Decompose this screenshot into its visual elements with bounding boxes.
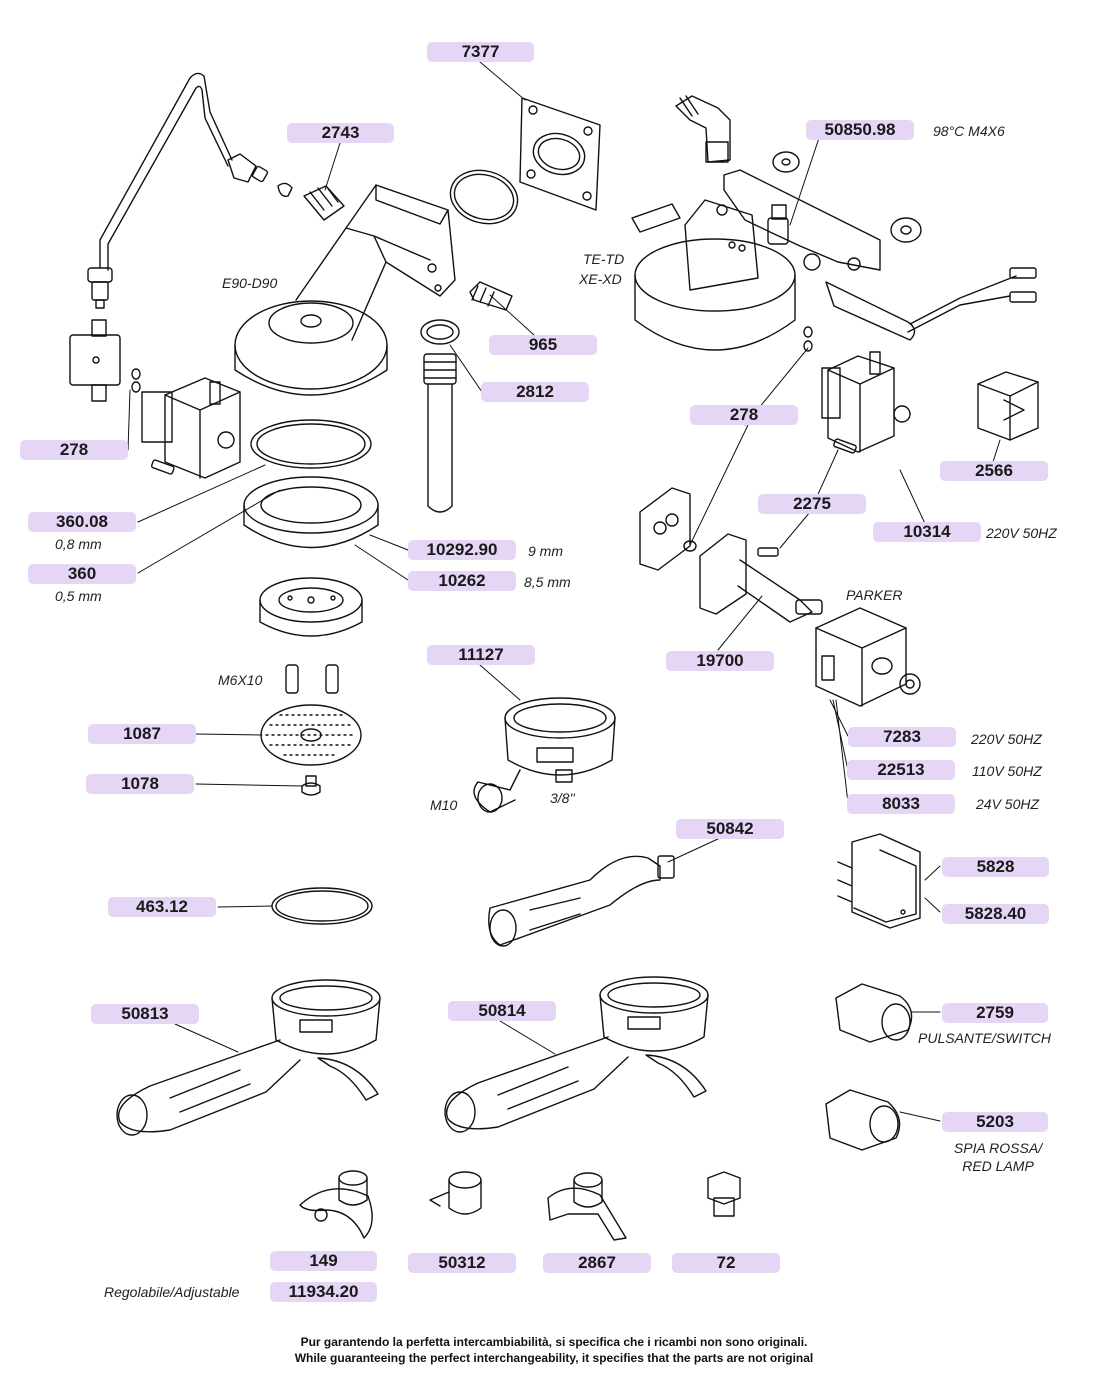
part-label-2566: 2566 (940, 461, 1048, 481)
part-label-278-right: 278 (690, 405, 798, 425)
nipple-2743 (304, 186, 344, 220)
pipe-assembly (88, 73, 292, 308)
note-voltage-22513: 110V 50HZ (972, 763, 1042, 779)
part-label-7283: 7283 (848, 727, 956, 747)
solenoid-valve-left (70, 320, 240, 478)
note-pulsante: PULSANTE/SWITCH (918, 1030, 1052, 1046)
portafilter-50814 (445, 977, 708, 1132)
note-parker: PARKER (846, 587, 903, 603)
fitting-72 (708, 1172, 740, 1216)
parker-coil (816, 608, 920, 706)
part-label-50814: 50814 (448, 1001, 556, 1021)
lamp-5203 (826, 1090, 900, 1150)
note-thread-38: 3/8'' (550, 790, 575, 806)
part-label-19700: 19700 (666, 651, 774, 671)
part-label-10314: 10314 (873, 522, 981, 542)
part-label-50850-98: 50850.98 (806, 120, 914, 140)
part-label-463-12: 463.12 (108, 897, 216, 917)
portafilter-50813 (117, 980, 380, 1135)
part-label-360-08: 360.08 (28, 512, 136, 532)
part-label-2275: 2275 (758, 494, 866, 514)
rocker-switch (838, 834, 920, 928)
note-size-85mm: 8,5 mm (524, 574, 571, 590)
part-label-7377: 7377 (427, 42, 534, 62)
note-voltage-7283: 220V 50HZ (971, 731, 1042, 747)
part-label-10262: 10262 (408, 571, 516, 591)
note-voltage-10314: 220V 50HZ (986, 525, 1057, 541)
part-label-149: 149 (270, 1251, 377, 1271)
note-xe-xd: XE-XD (579, 271, 622, 287)
part-label-2812: 2812 (481, 382, 589, 402)
part-label-22513: 22513 (847, 760, 955, 780)
part-label-11934-20: 11934.20 (270, 1282, 377, 1302)
spout-2867 (548, 1173, 626, 1240)
part-label-1078: 1078 (86, 774, 194, 794)
note-regolabile: Regolabile/Adjustable (104, 1284, 240, 1300)
part-label-50312: 50312 (408, 1253, 516, 1273)
shower-disc (260, 578, 362, 636)
part-label-11127: 11127 (427, 645, 535, 665)
part-label-360: 360 (28, 564, 136, 584)
part-label-1087: 1087 (88, 724, 196, 744)
note-thickness-08: 0,8 mm (55, 536, 102, 552)
part-label-965: 965 (489, 335, 597, 355)
note-te-td: TE-TD (583, 251, 625, 267)
pipe-tube (424, 354, 456, 512)
spout-50312 (430, 1172, 481, 1214)
shower-screen (261, 705, 361, 765)
elbow-fitting (676, 96, 730, 162)
spout-149 (300, 1171, 372, 1238)
part-label-72: 72 (672, 1253, 780, 1273)
shower-holder (244, 477, 378, 548)
portafilter-spout-11127 (474, 698, 615, 812)
disclaimer-english: While guaranteeing the perfect interchan… (294, 1351, 814, 1365)
part-label-278-left: 278 (20, 440, 128, 460)
note-spia-line1: SPIA ROSSA/ (953, 1140, 1043, 1156)
note-m10: M10 (430, 797, 458, 813)
part-label-2867: 2867 (543, 1253, 651, 1273)
note-spia-line2: RED LAMP (962, 1158, 1034, 1174)
nipple-965 (470, 282, 512, 310)
note-e90-d90: E90-D90 (222, 275, 278, 291)
connector-2566 (978, 372, 1038, 440)
solenoid-valve-right (822, 352, 910, 454)
handle-50842 (489, 856, 674, 946)
part-label-8033: 8033 (847, 794, 955, 814)
part-label-2759: 2759 (942, 1003, 1048, 1023)
part-label-5828-40: 5828.40 (942, 904, 1049, 924)
flange-gasket-7377 (520, 98, 600, 210)
pushbutton-2759 (836, 984, 912, 1042)
note-m6x10: M6X10 (218, 672, 263, 688)
part-label-50842: 50842 (676, 819, 784, 839)
leader-lines (128, 62, 1000, 1121)
disclaimer-italian: Pur garantendo la perfetta intercambiabi… (300, 1335, 808, 1349)
note-size-9mm: 9 mm (528, 543, 563, 559)
note-voltage-8033: 24V 50HZ (976, 796, 1040, 812)
boiler-element (632, 170, 1036, 350)
part-label-50813: 50813 (91, 1004, 199, 1024)
part-label-2743: 2743 (287, 123, 394, 143)
part-label-5203: 5203 (942, 1112, 1048, 1132)
valve-manifold (640, 488, 822, 622)
note-thickness-05: 0,5 mm (55, 588, 102, 604)
part-label-5828: 5828 (942, 857, 1049, 877)
group-head (235, 185, 455, 395)
part-label-10292-90: 10292.90 (408, 540, 516, 560)
note-temp-98: 98°C M4X6 (933, 123, 1005, 139)
